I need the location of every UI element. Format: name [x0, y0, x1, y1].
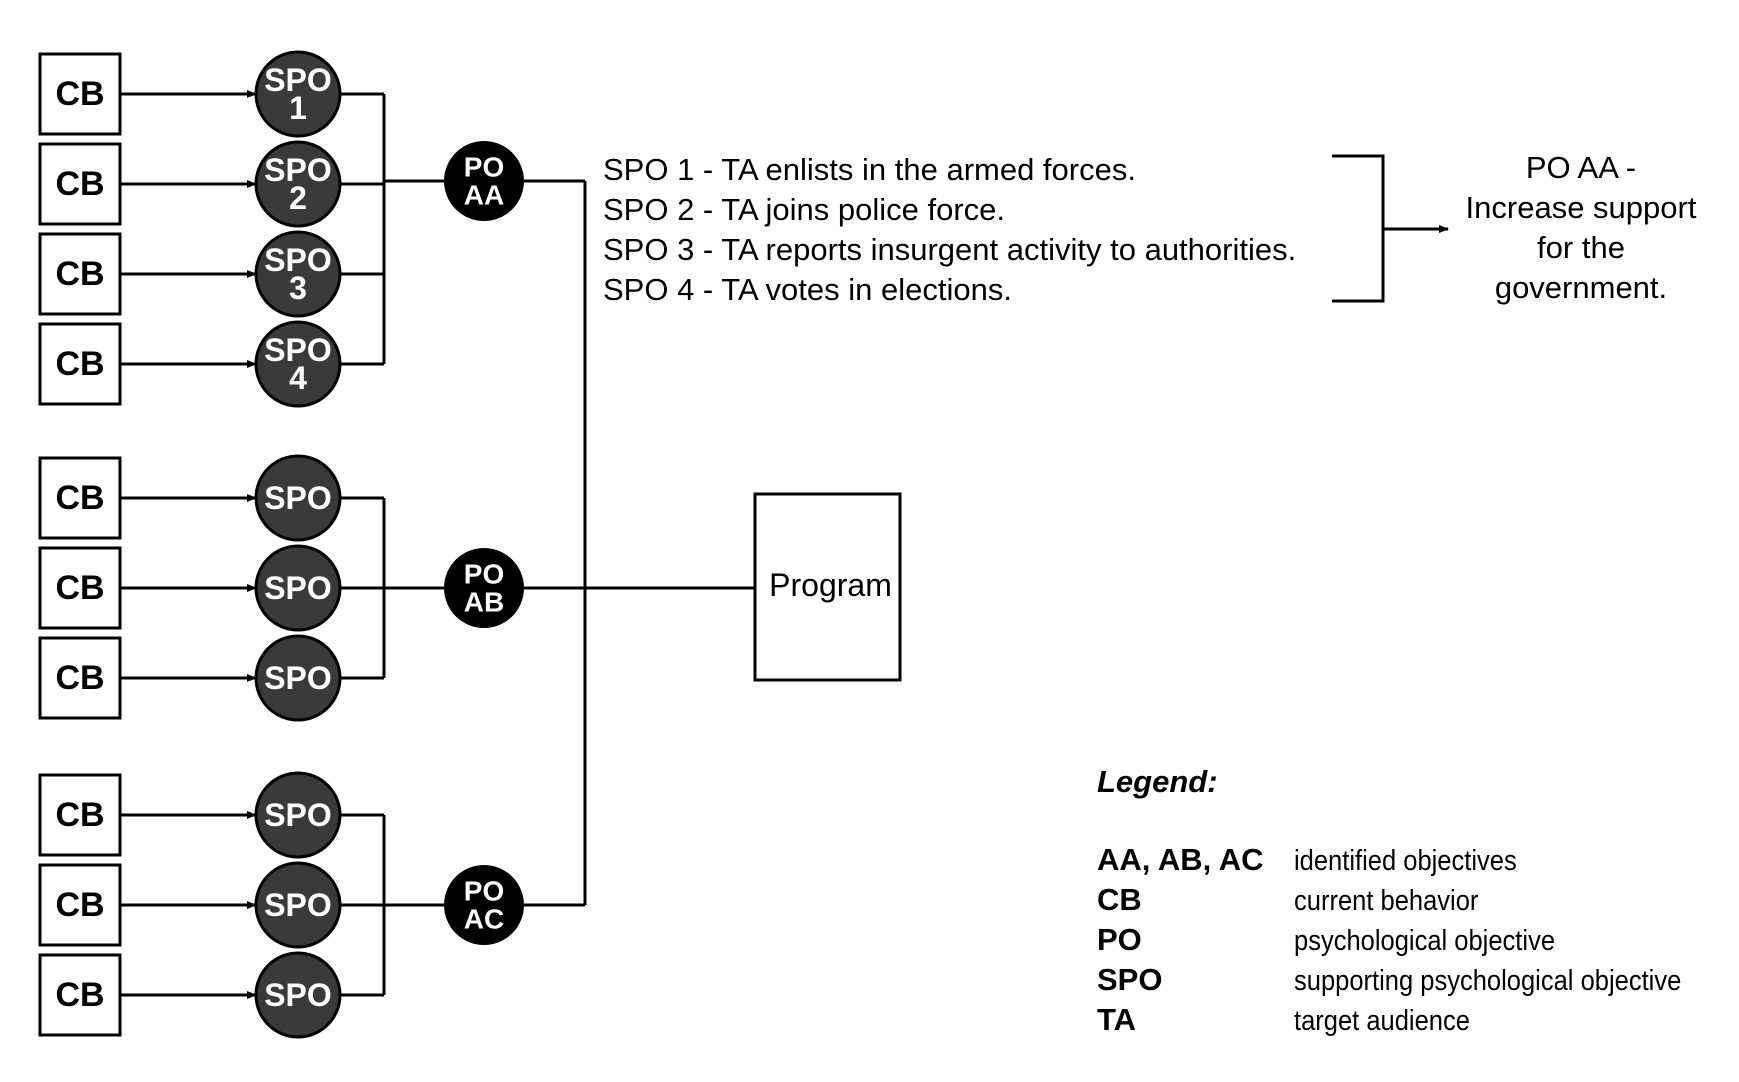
program-box [753, 492, 902, 682]
spo-bracket [1332, 154, 1449, 303]
po-aa-description: PO AA - Increase support for the governm… [1440, 148, 1722, 308]
cb-label: CB [55, 255, 104, 293]
cb-label: CB [55, 345, 104, 383]
cb-box [38, 456, 122, 540]
spo-node [254, 861, 342, 949]
program-node: Program [753, 492, 902, 682]
legend-term: PO [1097, 922, 1142, 957]
cb-label: CB [55, 976, 104, 1014]
spo-description-1: SPO 1 - TA enlists in the armed forces. [603, 152, 1136, 187]
cb-box [38, 953, 122, 1037]
spo-node [254, 771, 342, 859]
cb-box [38, 863, 122, 947]
cb-nodes: CB CB CB CB CB CB CB CB CB CB [38, 52, 122, 1037]
spo-node [254, 320, 342, 408]
cb-label: CB [55, 569, 104, 607]
spo-node [254, 140, 342, 228]
po-node [444, 548, 524, 628]
legend-definition: identified objectives [1294, 845, 1517, 877]
legend-definition: psychological objective [1294, 925, 1556, 957]
spo-node [254, 230, 342, 318]
cb-box [38, 636, 122, 720]
po-aa-description-line: for the [1537, 230, 1625, 265]
cb-box [38, 52, 122, 136]
legend-term: TA [1097, 1002, 1137, 1037]
cb-box [38, 232, 122, 316]
po-node [444, 865, 524, 945]
legend-term: AA, AB, AC [1097, 842, 1264, 877]
cb-label: CB [55, 796, 104, 834]
spo-label: SPO [264, 660, 332, 696]
cb-label: CB [55, 165, 104, 203]
legend-title: Legend: [1097, 764, 1218, 799]
spo-label: SPO [264, 570, 332, 606]
cb-label: CB [55, 479, 104, 517]
po-node [444, 141, 524, 221]
connectors [120, 90, 755, 999]
bracket-line [1332, 154, 1385, 303]
program-label: Program [769, 567, 892, 603]
po-aa-description-line: government. [1494, 270, 1668, 305]
spo-label: SPO [264, 480, 332, 516]
spo-node [254, 454, 342, 542]
spo-node [254, 50, 342, 138]
legend-term: SPO [1097, 962, 1163, 997]
legend-definition: supporting psychological objective [1294, 965, 1682, 997]
cb-box [38, 773, 122, 857]
cb-box [38, 322, 122, 406]
spo-description-4: SPO 4 - TA votes in elections. [603, 272, 1012, 307]
cb-label: CB [55, 659, 104, 697]
cb-label: CB [55, 886, 104, 924]
spo-node [254, 634, 342, 722]
spo-description-2: SPO 2 - TA joins police force. [603, 192, 1006, 227]
legend-definition: current behavior [1294, 885, 1479, 917]
spo-node [254, 951, 342, 1039]
legend-term: CB [1097, 882, 1142, 917]
spo-description-3: SPO 3 - TA reports insurgent activity to… [603, 232, 1297, 267]
legend-definition: target audience [1294, 1005, 1470, 1037]
po-aa-description-line: PO AA - [1525, 150, 1637, 185]
spo-label: SPO [264, 977, 332, 1013]
cb-box [38, 546, 122, 630]
cb-box [38, 142, 122, 226]
po-aa-description-line: Increase support [1465, 190, 1697, 225]
cb-label: CB [55, 75, 104, 113]
spo-label: SPO [264, 797, 332, 833]
spo-label: SPO [264, 887, 332, 923]
spo-node [254, 544, 342, 632]
